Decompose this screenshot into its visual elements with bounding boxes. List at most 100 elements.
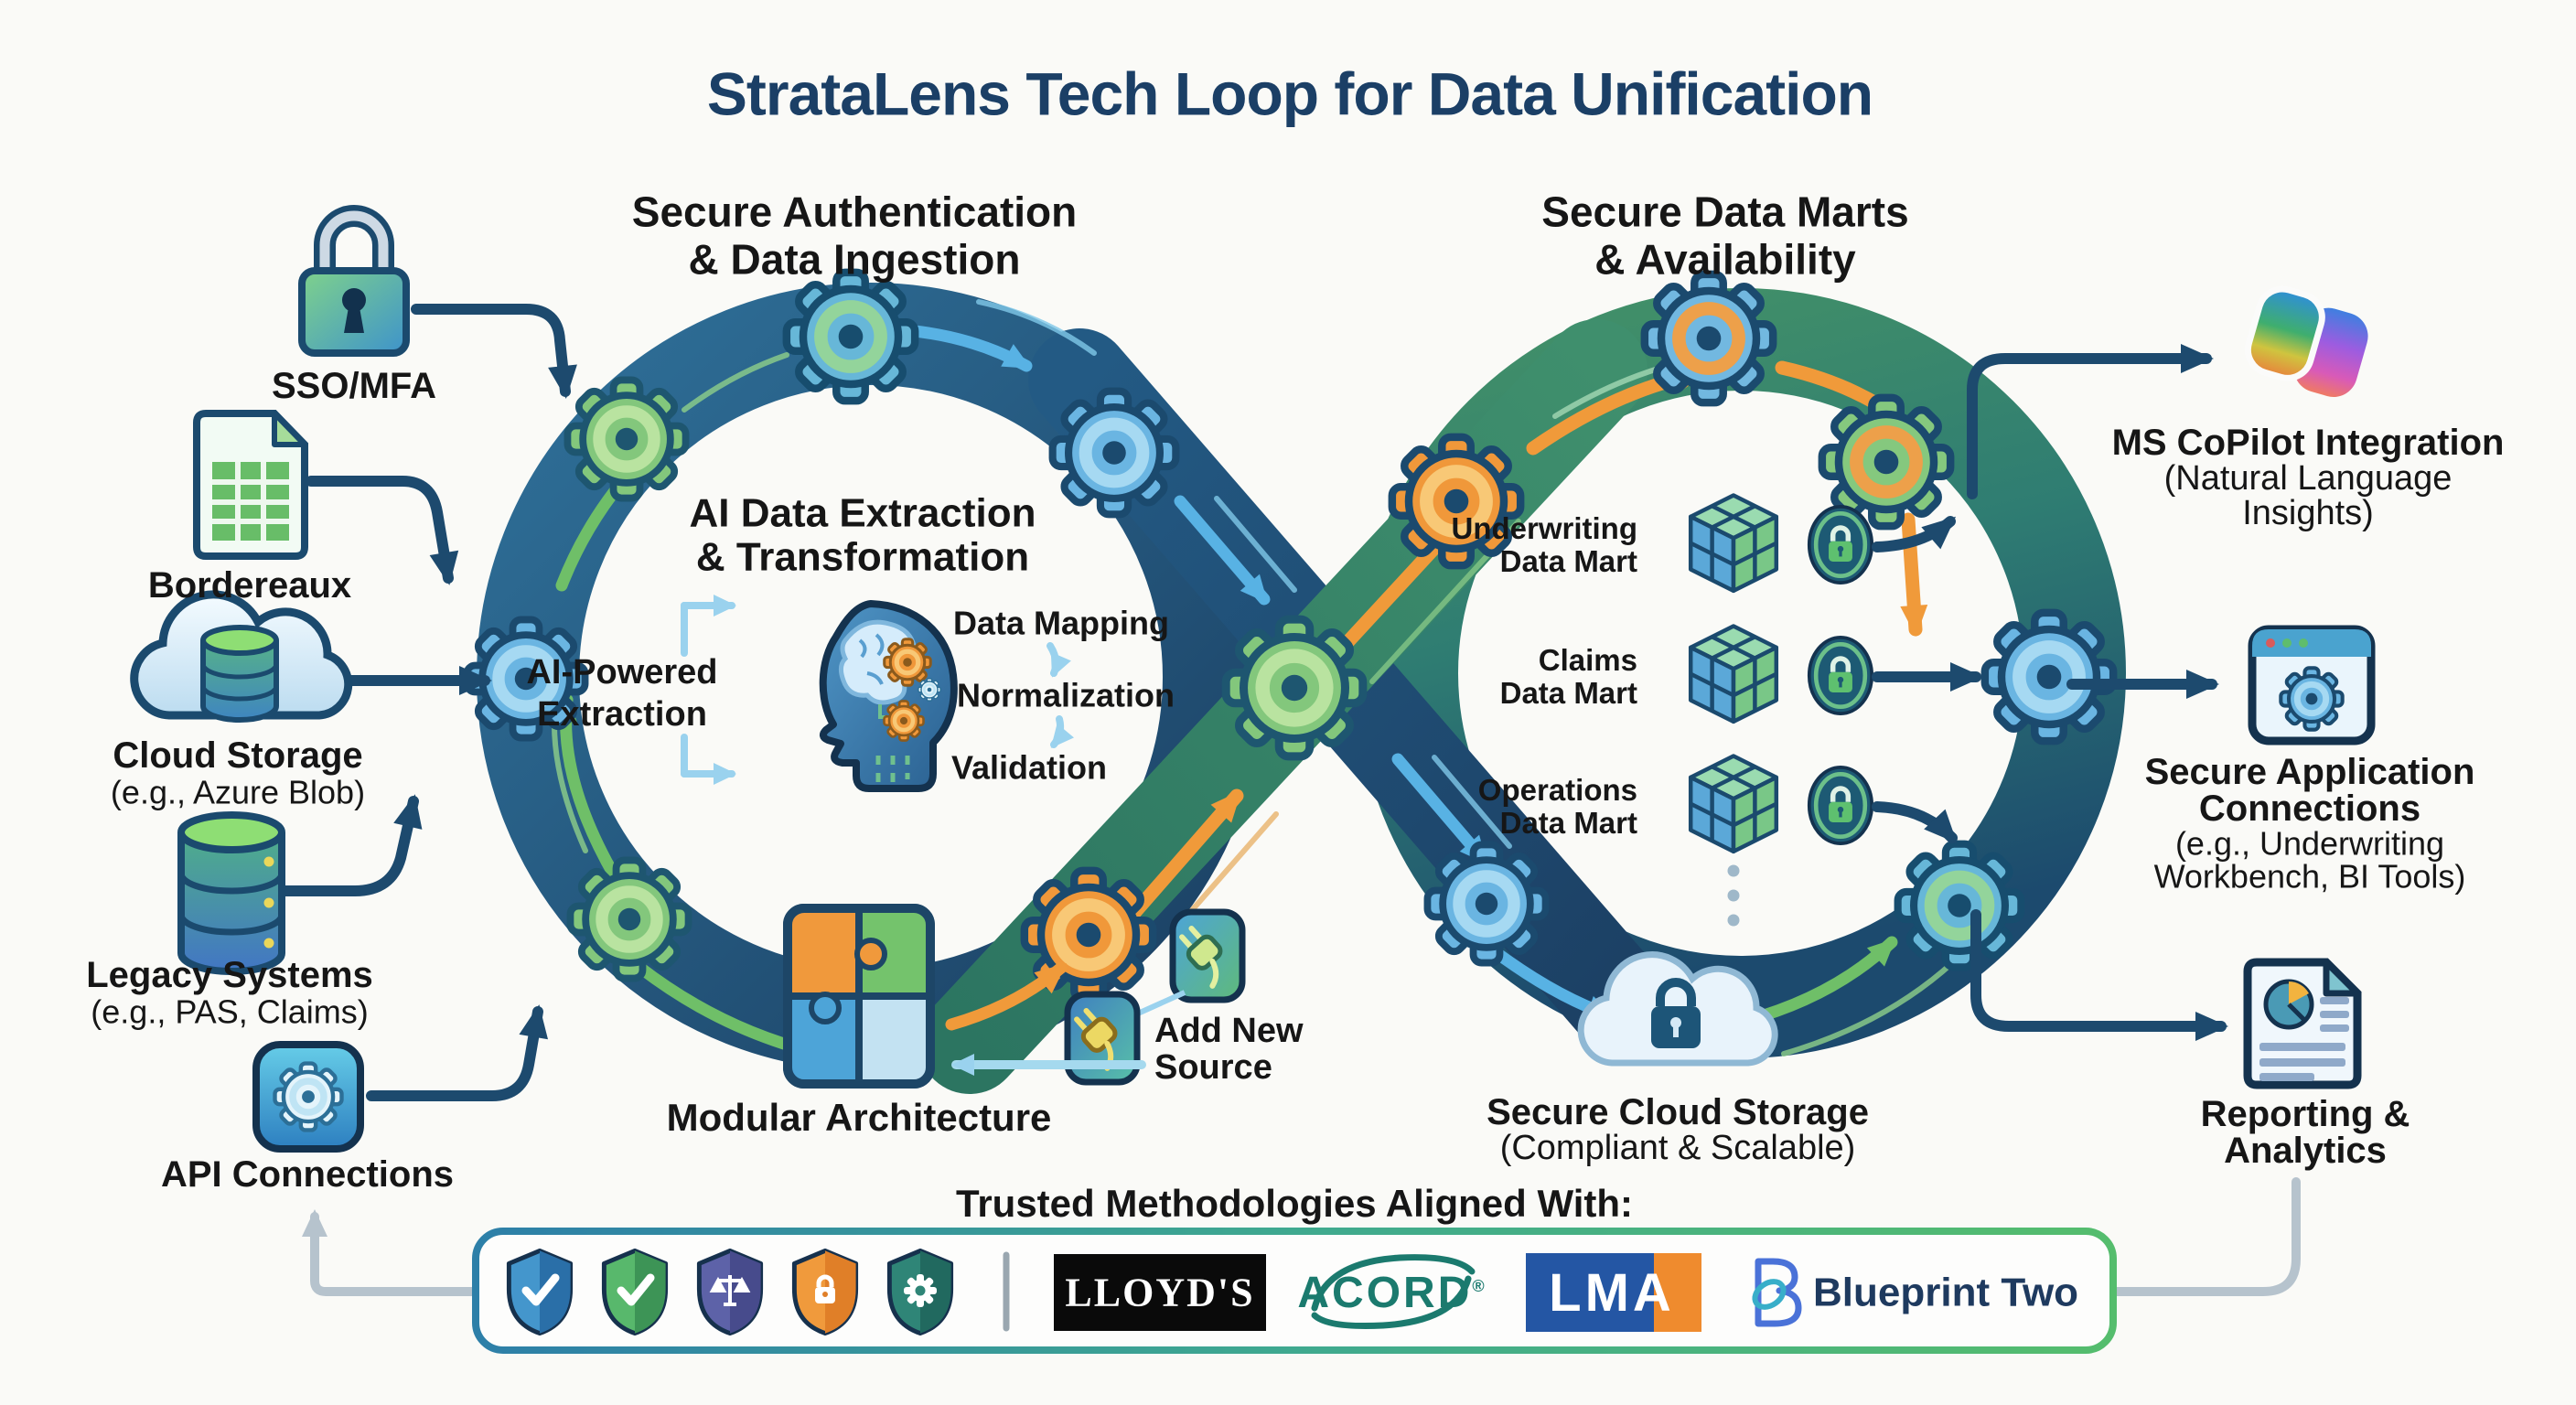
mart-label-operations-line1: Operations	[1477, 773, 1637, 808]
lma-logo-accent	[1654, 1253, 1701, 1332]
stage-marts-heading-line2: & Availability	[1594, 235, 1856, 284]
gear-icon	[570, 860, 689, 979]
gear-icon	[1226, 619, 1363, 756]
source-label-legacy-line2: (e.g., PAS, Claims)	[91, 992, 369, 1031]
connector-arrow	[280, 794, 423, 896]
mart-connectors	[1872, 516, 1983, 843]
secure-cloud-icon	[1577, 951, 1778, 1067]
gear-icon	[1052, 391, 1176, 515]
data-mart-cube-icon	[1690, 627, 1776, 722]
storage-label-line1: Secure Cloud Storage	[1487, 1092, 1869, 1132]
data-mart-cube-icon	[1690, 756, 1776, 852]
ai-step-validation: Validation	[950, 748, 1108, 787]
gear-icon	[786, 272, 916, 402]
scales-glyph	[709, 1275, 751, 1306]
add-source-label-line1: Add New	[1154, 1012, 1304, 1051]
api-app-icon	[252, 1041, 364, 1153]
acord-wordmark: ACORD	[1297, 1269, 1473, 1318]
copilot-logo	[2244, 285, 2368, 397]
connector-arrow	[366, 1004, 549, 1101]
lloyds-logo-text: LLOYD'S	[1065, 1270, 1255, 1315]
output-reporting-line1: Reporting &	[2200, 1094, 2410, 1134]
output-copilot-line3: Insights)	[2242, 494, 2374, 533]
stage-ingestion-heading-line2: & Data Ingestion	[688, 235, 1021, 284]
ai-heading-line2: & Transformation	[695, 534, 1030, 580]
source-label-cloud-line2: (e.g., Azure Blob)	[110, 773, 366, 811]
ai-side-label-line1: AI-Powered	[526, 653, 718, 692]
gear-icon	[1897, 843, 2022, 968]
page-title: StrataLens Tech Loop for Data Unificatio…	[706, 59, 1873, 128]
flow-arrow	[1127, 788, 1244, 920]
source-label-api: API Connections	[160, 1154, 455, 1195]
lock-badge-icon	[1809, 767, 1872, 843]
output-copilot-line1: MS CoPilot Integration	[2111, 423, 2505, 463]
source-label-legacy-line1: Legacy Systems	[86, 955, 373, 995]
acord-logo-text: ACORD®	[1297, 1267, 1487, 1320]
plug-icon	[1169, 908, 1246, 1003]
flow-arrow	[1391, 753, 1490, 866]
acord-swoosh	[1311, 1254, 1476, 1329]
output-connectors	[1967, 344, 2228, 1041]
lock-badge-icon	[1809, 638, 1872, 713]
report-document-icon	[2243, 958, 2362, 1089]
acord-registered-mark: ®	[1472, 1277, 1487, 1296]
connector-arrow	[306, 476, 459, 585]
ai-heading-line1: AI Data Extraction	[689, 490, 1036, 536]
check-glyph	[521, 1273, 560, 1306]
lloyds-logo-box	[1054, 1254, 1266, 1331]
lock-badge-icon	[1809, 507, 1872, 583]
connector-arrow	[1970, 909, 2228, 1041]
database-icon	[177, 811, 285, 975]
lma-logo-box	[1526, 1253, 1654, 1332]
gear-icon	[1427, 844, 1546, 963]
flow-arrow	[1174, 495, 1271, 606]
spreadsheet-icon	[193, 410, 308, 560]
mart-label-underwriting-line1: Underwriting	[1451, 511, 1638, 546]
gear-icon	[1984, 612, 2114, 742]
connector-arrow	[411, 304, 577, 399]
source-label-sso: SSO/MFA	[271, 366, 437, 406]
output-apps-line3: (e.g., Underwriting	[2174, 824, 2445, 863]
ai-head-icon	[819, 600, 958, 792]
extraction-bracket	[681, 595, 736, 785]
connector-arrow	[1967, 344, 2214, 499]
puzzle-icon	[783, 904, 935, 1089]
step-arrows	[1046, 642, 1075, 748]
flow-arrow	[945, 961, 1068, 1031]
app-window-icon	[2248, 625, 2376, 745]
connector-arrow	[1872, 801, 1958, 843]
gear-icon	[567, 380, 686, 499]
blueprint-logo-mark	[1752, 1258, 1802, 1327]
mart-label-operations-line2: Data Mart	[1499, 806, 1637, 841]
methodologies-bar	[472, 1228, 2117, 1354]
output-reporting-line2: Analytics	[2224, 1131, 2387, 1171]
ellipsis-dots	[1727, 864, 1740, 927]
ai-step-normalization: Normalization	[956, 676, 1175, 714]
cloud-database-icon	[130, 590, 353, 723]
flow-arrow	[908, 325, 1033, 372]
output-apps-line1: Secure Application	[2144, 752, 2475, 792]
output-apps-line2: Connections	[2198, 788, 2421, 829]
ai-step-data-mapping: Data Mapping	[952, 604, 1170, 642]
mart-label-claims-line2: Data Mart	[1499, 676, 1637, 711]
output-apps-line4: Workbench, BI Tools)	[2153, 857, 2466, 896]
mart-label-underwriting-line2: Data Mart	[1499, 544, 1637, 579]
footer-heading: Trusted Methodologies Aligned With:	[955, 1181, 1634, 1225]
footer-gray-connectors	[302, 1177, 2301, 1296]
gear-glyph	[904, 1274, 937, 1307]
data-mart-cube-icon	[1690, 496, 1776, 591]
storage-label-line2: (Compliant & Scalable)	[1499, 1129, 1856, 1168]
lock-icon	[298, 205, 410, 357]
modular-architecture-label: Modular Architecture	[666, 1095, 1052, 1139]
mart-label-claims-line1: Claims	[1538, 643, 1637, 678]
check-glyph	[617, 1273, 655, 1306]
gear-icon	[1644, 273, 1774, 403]
stage-ingestion-heading-line1: Secure Authentication	[631, 188, 1078, 236]
blueprint-logo-text: Blueprint Two	[1813, 1270, 2079, 1315]
connector-arrow	[1872, 516, 1957, 552]
source-label-bordereaux: Bordereaux	[147, 565, 352, 606]
stage-marts-heading-line1: Secure Data Marts	[1541, 188, 1909, 236]
output-copilot-line2: (Natural Language	[2163, 459, 2453, 499]
